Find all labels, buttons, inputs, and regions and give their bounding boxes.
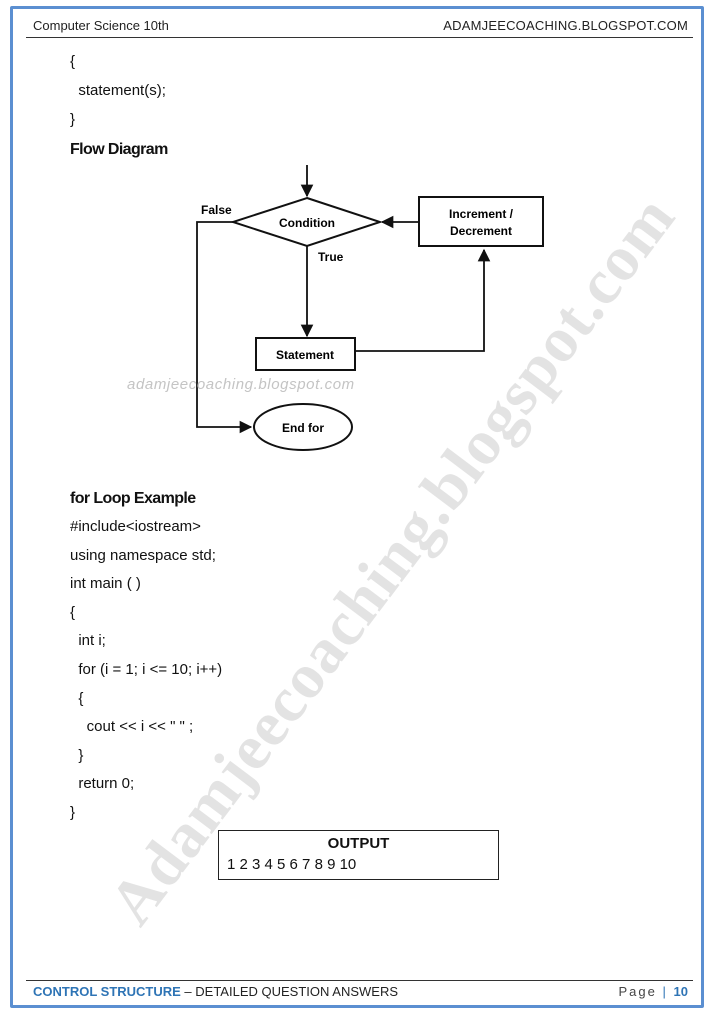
footer-rule <box>26 980 693 981</box>
syntax-line: { <box>70 53 76 70</box>
true-label: True <box>318 250 344 264</box>
condition-label: Condition <box>279 216 335 230</box>
increment-label-1: Increment / <box>449 207 514 221</box>
watermark-small: adamjeecoaching.blogspot.com <box>127 376 355 393</box>
code-line: #include<iostream> <box>70 518 201 535</box>
syntax-line: statement(s); <box>70 82 166 99</box>
code-line: cout << i << " " ; <box>70 718 194 735</box>
code-line: return 0; <box>70 775 135 792</box>
end-for-label: End for <box>282 421 324 435</box>
output-title: OUTPUT <box>327 835 390 852</box>
statement-box <box>255 337 356 371</box>
code-line: int i; <box>70 632 106 649</box>
false-label: False <box>201 203 232 217</box>
footer-page: Page | 10 <box>619 984 688 999</box>
flow-diagram-heading: Flow Diagram <box>70 141 168 158</box>
header-subject: Computer Science 10th <box>33 18 169 33</box>
code-line: using namespace std; <box>70 547 216 564</box>
page-number: 10 <box>673 984 688 999</box>
statement-label: Statement <box>276 348 334 362</box>
end-for-ellipse <box>253 403 353 451</box>
code-line: for (i = 1; i <= 10; i++) <box>70 661 223 678</box>
statement-to-increment-arrow <box>355 248 491 352</box>
output-value: 1 2 3 4 5 6 7 8 9 10 <box>227 856 357 873</box>
code-line: { <box>70 604 76 621</box>
increment-label-2: Decrement <box>450 224 512 238</box>
code-line: int main ( ) <box>70 575 141 592</box>
page-border <box>10 6 704 1008</box>
syntax-line: } <box>70 111 76 128</box>
example-heading: for Loop Example <box>70 490 196 507</box>
output-box: OUTPUT 1 2 3 4 5 6 7 8 9 10 <box>218 830 499 880</box>
page-word: Page <box>618 984 657 999</box>
footer-title: CONTROL STRUCTURE – DETAILED QUESTION AN… <box>33 984 398 999</box>
code-line: } <box>70 804 76 821</box>
footer-chapter: CONTROL STRUCTURE <box>33 984 181 999</box>
flow-diagram: Condition Increment / Decrement True Sta… <box>180 160 560 460</box>
false-arrow <box>196 221 253 434</box>
increment-box <box>418 196 544 247</box>
code-line: { <box>70 690 84 707</box>
header-rule <box>26 37 693 38</box>
header-website: ADAMJEECOACHING.BLOGSPOT.COM <box>443 18 688 33</box>
footer-subtitle: – DETAILED QUESTION ANSWERS <box>180 984 399 999</box>
page-separator: | <box>662 984 668 999</box>
code-line: } <box>70 747 84 764</box>
